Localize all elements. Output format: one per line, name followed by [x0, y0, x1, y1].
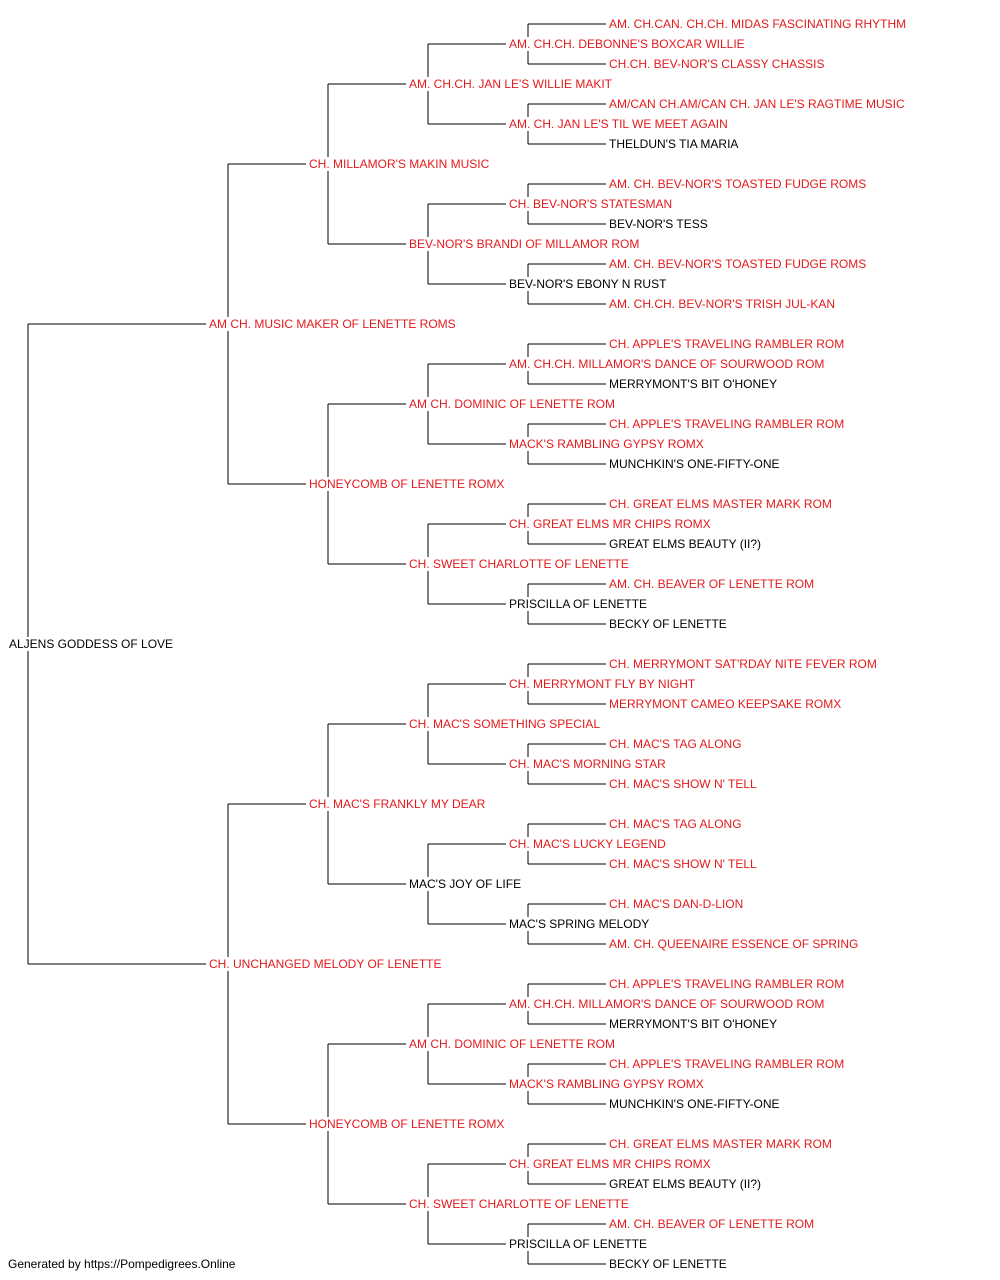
gen5-dog-name: CH. APPLE'S TRAVELING RAMBLER ROM	[608, 337, 846, 351]
gen4-dog-name: AM. CH. JAN LE'S TIL WE MEET AGAIN	[508, 117, 729, 131]
gen5-dog-name: CH. GREAT ELMS MASTER MARK ROM	[608, 497, 833, 511]
gen5-dog-name: AM. CH. BEV-NOR'S TOASTED FUDGE ROMS	[608, 177, 868, 191]
gen3-dog-name: AM. CH.CH. JAN LE'S WILLIE MAKIT	[408, 77, 613, 91]
gen4-dog-name: CH. GREAT ELMS MR CHIPS ROMX	[508, 1157, 712, 1171]
gen5-dog-name: CH. MAC'S SHOW N' TELL	[608, 857, 758, 871]
gen5-dog-name: MERRYMONT'S BIT O'HONEY	[608, 377, 779, 391]
gen5-dog-name: MERRYMONT CAMEO KEEPSAKE ROMX	[608, 697, 843, 711]
gen4-dog-name: CH. MERRYMONT FLY BY NIGHT	[508, 677, 697, 691]
gen4-dog-name: CH. MAC'S LUCKY LEGEND	[508, 837, 667, 851]
gen5-dog-name: BEV-NOR'S TESS	[608, 217, 709, 231]
gen5-dog-name: CH. MERRYMONT SAT'RDAY NITE FEVER ROM	[608, 657, 878, 671]
gen4-dog-name: MACK'S RAMBLING GYPSY ROMX	[508, 1077, 705, 1091]
gen3-dog-name: BEV-NOR'S BRANDI OF MILLAMOR ROM	[408, 237, 641, 251]
gen4-dog-name: MACK'S RAMBLING GYPSY ROMX	[508, 437, 705, 451]
gen5-dog-name: AM. CH. BEAVER OF LENETTE ROM	[608, 1217, 816, 1231]
gen5-dog-name: AM/CAN CH.AM/CAN CH. JAN LE'S RAGTIME MU…	[608, 97, 906, 111]
gen5-dog-name: AM. CH. QUEENAIRE ESSENCE OF SPRING	[608, 937, 860, 951]
gen4-dog-name: PRISCILLA OF LENETTE	[508, 1237, 649, 1251]
gen4-dog-name: PRISCILLA OF LENETTE	[508, 597, 649, 611]
gen2-dog-name: CH. MAC'S FRANKLY MY DEAR	[308, 797, 487, 811]
gen5-dog-name: AM. CH. BEAVER OF LENETTE ROM	[608, 577, 816, 591]
gen3-dog-name: CH. SWEET CHARLOTTE OF LENETTE	[408, 1197, 630, 1211]
gen3-dog-name: MAC'S JOY OF LIFE	[408, 877, 523, 891]
gen5-dog-name: CH.CH. BEV-NOR'S CLASSY CHASSIS	[608, 57, 826, 71]
gen5-dog-name: MUNCHKIN'S ONE-FIFTY-ONE	[608, 1097, 781, 1111]
gen5-dog-name: CH. MAC'S TAG ALONG	[608, 737, 743, 751]
gen5-dog-name: CH. GREAT ELMS MASTER MARK ROM	[608, 1137, 833, 1151]
gen5-dog-name: BECKY OF LENETTE	[608, 1257, 728, 1271]
gen4-dog-name: BEV-NOR'S EBONY N RUST	[508, 277, 668, 291]
gen4-dog-name: MAC'S SPRING MELODY	[508, 917, 651, 931]
gen5-dog-name: BECKY OF LENETTE	[608, 617, 728, 631]
gen5-dog-name: GREAT ELMS BEAUTY (II?)	[608, 537, 763, 551]
gen5-dog-name: CH. APPLE'S TRAVELING RAMBLER ROM	[608, 977, 846, 991]
gen2-dog-name: HONEYCOMB OF LENETTE ROMX	[308, 477, 506, 491]
gen5-dog-name: AM. CH. BEV-NOR'S TOASTED FUDGE ROMS	[608, 257, 868, 271]
gen5-dog-name: CH. MAC'S DAN-D-LION	[608, 897, 745, 911]
gen5-dog-name: MERRYMONT'S BIT O'HONEY	[608, 1017, 779, 1031]
gen4-dog-name: CH. MAC'S MORNING STAR	[508, 757, 667, 771]
gen4-dog-name: AM. CH.CH. DEBONNE'S BOXCAR WILLIE	[508, 37, 746, 51]
gen5-dog-name: AM. CH.CH. BEV-NOR'S TRISH JUL-KAN	[608, 297, 837, 311]
gen4-dog-name: AM. CH.CH. MILLAMOR'S DANCE OF SOURWOOD …	[508, 997, 826, 1011]
gen5-dog-name: GREAT ELMS BEAUTY (II?)	[608, 1177, 763, 1191]
root-dog-name: ALJENS GODDESS OF LOVE	[8, 637, 175, 651]
gen3-dog-name: CH. MAC'S SOMETHING SPECIAL	[408, 717, 601, 731]
gen1-dog-name: CH. UNCHANGED MELODY OF LENETTE	[208, 957, 443, 971]
gen2-dog-name: HONEYCOMB OF LENETTE ROMX	[308, 1117, 506, 1131]
gen5-dog-name: AM. CH.CAN. CH.CH. MIDAS FASCINATING RHY…	[608, 17, 908, 31]
gen5-dog-name: CH. APPLE'S TRAVELING RAMBLER ROM	[608, 417, 846, 431]
gen4-dog-name: AM. CH.CH. MILLAMOR'S DANCE OF SOURWOOD …	[508, 357, 826, 371]
gen5-dog-name: MUNCHKIN'S ONE-FIFTY-ONE	[608, 457, 781, 471]
gen5-dog-name: CH. MAC'S SHOW N' TELL	[608, 777, 758, 791]
gen5-dog-name: CH. APPLE'S TRAVELING RAMBLER ROM	[608, 1057, 846, 1071]
gen4-dog-name: CH. GREAT ELMS MR CHIPS ROMX	[508, 517, 712, 531]
gen2-dog-name: CH. MILLAMOR'S MAKIN MUSIC	[308, 157, 491, 171]
gen3-dog-name: AM CH. DOMINIC OF LENETTE ROM	[408, 1037, 617, 1051]
generated-by-footer: Generated by https://Pompedigrees.Online	[8, 1257, 236, 1271]
gen4-dog-name: CH. BEV-NOR'S STATESMAN	[508, 197, 674, 211]
gen1-dog-name: AM CH. MUSIC MAKER OF LENETTE ROMS	[208, 317, 457, 331]
gen5-dog-name: THELDUN'S TIA MARIA	[608, 137, 740, 151]
gen5-dog-name: CH. MAC'S TAG ALONG	[608, 817, 743, 831]
gen3-dog-name: AM CH. DOMINIC OF LENETTE ROM	[408, 397, 617, 411]
gen3-dog-name: CH. SWEET CHARLOTTE OF LENETTE	[408, 557, 630, 571]
